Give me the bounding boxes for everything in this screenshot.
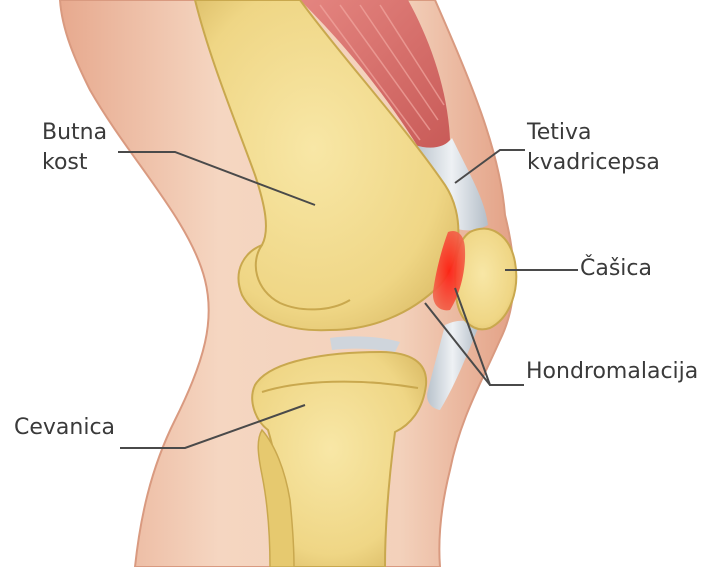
label-femur-line2: kost <box>42 148 107 178</box>
label-tibia: Cevanica <box>14 413 115 443</box>
label-quad-line1: Tetiva <box>527 118 660 148</box>
label-quad-line2: kvadricepsa <box>527 148 660 178</box>
label-femur-line1: Butna <box>42 118 107 148</box>
label-femur: Butna kost <box>42 118 107 178</box>
label-quadriceps-tendon: Tetiva kvadricepsa <box>527 118 660 178</box>
label-chondromalacia: Hondromalacija <box>526 357 698 387</box>
label-patella: Čašica <box>580 254 652 284</box>
